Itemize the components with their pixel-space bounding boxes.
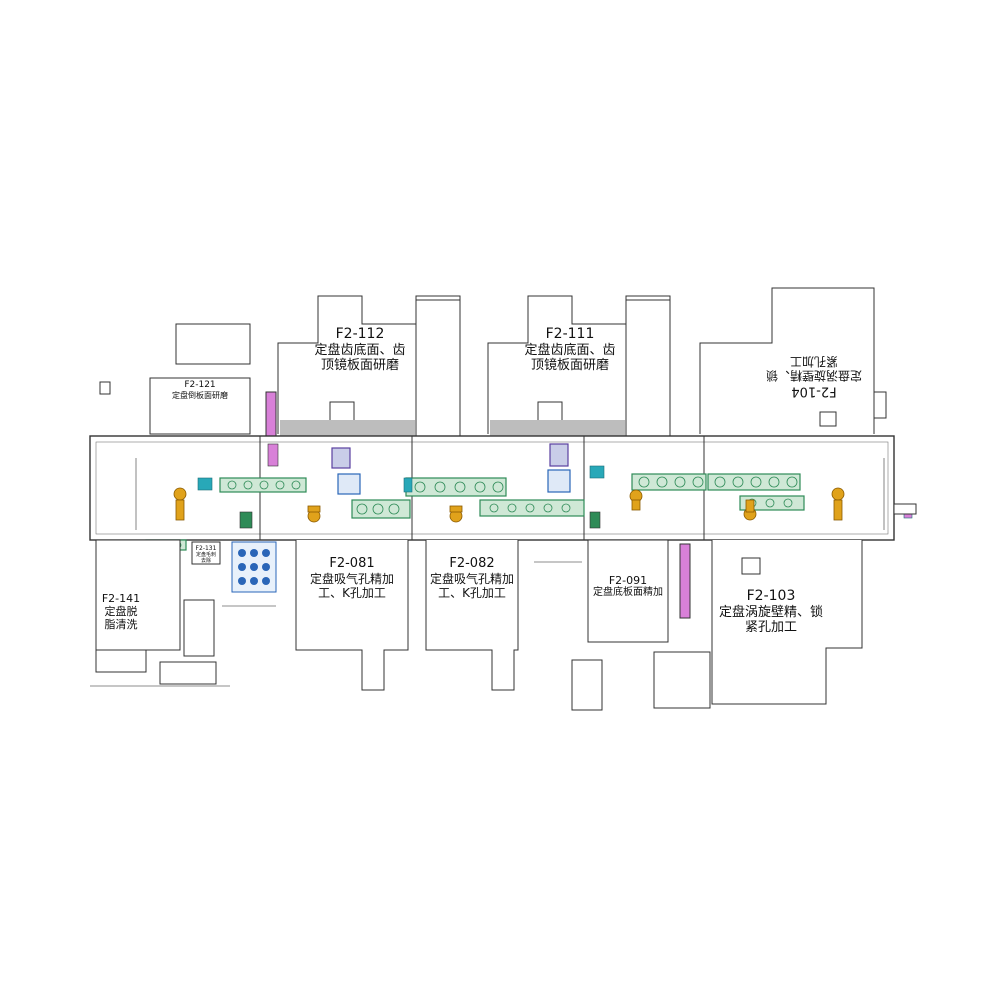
robot-arm xyxy=(173,487,845,523)
station-name-line2: 去除 xyxy=(200,558,211,565)
load-station xyxy=(331,443,571,495)
station-name-line2: 工、K孔加工 xyxy=(438,585,506,600)
station-code: F2-131 xyxy=(195,545,217,552)
machine-f2-104 xyxy=(699,287,887,434)
station-name-line1: 定盘倒板面研磨 xyxy=(172,390,228,400)
machine-f2-082 xyxy=(425,540,519,691)
machine-f2-121 xyxy=(99,323,251,435)
station-name-line1: 定盘涡旋壁精、锁 xyxy=(766,368,863,383)
station-code: F2-104 xyxy=(791,383,837,399)
station-name-line2: 脂清洗 xyxy=(104,618,138,632)
station-code: F2-112 xyxy=(335,326,385,342)
station-name-line1: 定盘吸气孔精加 xyxy=(429,571,514,586)
station-name-line1: 定盘涡旋壁精、锁 xyxy=(718,604,823,620)
station-code: F2-082 xyxy=(449,556,495,571)
gray-zone-f2-112 xyxy=(280,420,415,436)
station-name-line2: 紧孔加工 xyxy=(790,354,839,369)
station-name-line1: 定盘底板面精加 xyxy=(593,587,663,599)
station-label-f2-141: F2-141 定盘脱 脂清洗 xyxy=(94,592,148,632)
machine-f2-103 xyxy=(711,540,863,705)
station-name-line1: 定盘齿底面、齿 xyxy=(524,342,616,358)
station-name-line2: 紧孔加工 xyxy=(744,620,797,636)
station-label-f2-104: F2-104 定盘涡旋壁精、锁 紧孔加工 xyxy=(758,354,870,398)
machine-f2-081 xyxy=(295,540,409,691)
gray-zone-f2-111 xyxy=(490,420,625,436)
station-name-line1: 定盘吸气孔精加 xyxy=(309,571,394,586)
station-label-f2-082: F2-082 定盘吸气孔精加 工、K孔加工 xyxy=(422,556,522,600)
station-label-f2-091: F2-091 定盘底板面精加 xyxy=(588,574,668,599)
station-code: F2-141 xyxy=(101,592,141,605)
station-name-line2: 顶镜板面研磨 xyxy=(320,358,399,374)
pallet-block xyxy=(197,465,913,519)
station-code: F2-121 xyxy=(184,380,216,390)
machine-f2-131 xyxy=(191,541,221,565)
machine-f2-112 xyxy=(277,295,461,437)
chute-lower xyxy=(679,543,691,619)
station-name-line2: 工、K孔加工 xyxy=(318,585,386,600)
station-name-line2: 顶镜板面研磨 xyxy=(530,358,609,374)
station-name-line1: 定盘脱 xyxy=(104,605,138,619)
station-code: F2-111 xyxy=(545,326,595,342)
station-label-f2-081: F2-081 定盘吸气孔精加 工、K孔加工 xyxy=(296,556,408,600)
station-label-f2-121: F2-121 定盘倒板面研磨 xyxy=(156,380,244,400)
station-label-f2-111: F2-111 定盘齿底面、齿 顶镜板面研磨 xyxy=(510,326,630,374)
station-code: F2-081 xyxy=(329,556,375,571)
machine-f2-091 xyxy=(571,539,711,711)
station-name-line1: 定盘齿底面、齿 xyxy=(314,342,406,358)
station-label-f2-112: F2-112 定盘齿底面、齿 顶镜板面研磨 xyxy=(300,326,420,374)
machine-f2-141 xyxy=(95,539,217,685)
chute-upper xyxy=(265,391,277,443)
station-code: F2-091 xyxy=(608,574,648,587)
station-name-line1: 定盘毛刺 xyxy=(195,552,216,559)
station-label-f2-131: F2-131 定盘毛刺 去除 xyxy=(192,545,220,564)
station-code: F2-103 xyxy=(746,588,796,604)
vibratory-bowl xyxy=(231,541,277,593)
station-label-f2-103: F2-103 定盘涡旋壁精、锁 紧孔加工 xyxy=(712,588,830,636)
